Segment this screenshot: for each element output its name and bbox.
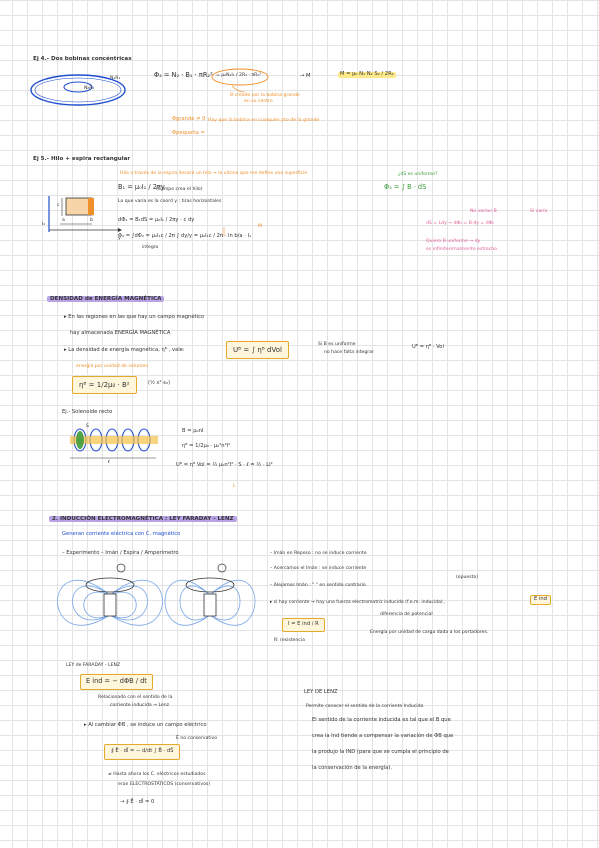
ej5-M-label: M [258, 224, 262, 229]
faraday-no-cons: Ē no conservativo [176, 736, 218, 741]
induccion-experimento: – Experimento – Imán / Espira / Amperíme… [62, 550, 179, 556]
r2-label: N₂R₂ [84, 86, 95, 91]
ej5-right-note2: es infinitesimalmente estrecho [426, 247, 497, 252]
big-coil-icon [30, 74, 126, 106]
amperimetro-right-icon [217, 563, 227, 573]
espira-left-icon [85, 577, 135, 593]
flux-equation: Φ₂ = N₂ · B₁ · πR₂² [154, 71, 213, 79]
faraday-title: LEY de FARADAY - LENZ [66, 663, 121, 668]
ej6-eta: ηᴮ = 1/2μ₀ · μ₀²n²I² [182, 443, 231, 449]
ej4-title: Ej 4.- Dos bobinas concéntricas [33, 56, 132, 62]
induccion-title: 2. INDUCCIÓN ELECTROMAGNÉTICA : LEY FARA… [49, 516, 237, 523]
densidad-line3: ▸ La densidad de energía magnética, ηᴮ ,… [64, 347, 185, 353]
phi-note: Hay que la bobina en cualquier pto de la… [208, 118, 320, 123]
induccion-apuesto: (opuesto) [456, 575, 479, 580]
induccion-current-eq: I = E ind / R [282, 618, 325, 632]
densidad-line1: ▸ En las regiones en las que hay un camp… [64, 314, 205, 320]
densidad-ub2: Uᴮ = ηᴮ · Vol [412, 344, 444, 350]
ej6-ub: Uᴮ = ηᴮ Vol = ½ μ₀n²I² · S · ℓ = ½ · LI² [176, 462, 273, 468]
ej6-L: L [233, 484, 236, 489]
induccion-bullet2: – Acercamos el Imán : se induce corrient… [270, 566, 367, 571]
lenz-line3: crea la Ind tiende a compensar la variac… [312, 733, 454, 739]
espira-right-icon [185, 577, 235, 593]
ej5-phi2: Φ₂ = ∫dΦ₂ = μ₀I₁c / 2π ∫ dy/y = μ₀I₁c / … [118, 233, 252, 239]
ej5-note-top: Hilo a través de la espira llevará un hi… [120, 171, 308, 176]
small-coil-icon [63, 81, 93, 93]
phi-grande: Φgrande ≠ 0 [172, 116, 206, 122]
lenz-title: LEY DE LENZ [304, 689, 338, 695]
lenz-line5: la conservación de la energía). [312, 765, 392, 771]
densidad-eta-box: ηᴮ = 1/2μ₀ · B² [72, 376, 137, 395]
induccion-resistencia: R: resistencia [274, 638, 305, 643]
ej6-title: Ej.- Solenoide recto [62, 409, 113, 415]
ej5-label-c: c [57, 203, 60, 208]
densidad-energia: energía por unidad de volumen [76, 364, 149, 369]
ej5-right-formula: Φ₂ = ∫ B · dS [384, 183, 427, 191]
ej5-right-no: No varían B [470, 209, 497, 214]
ej6-s-label: S [86, 424, 89, 429]
ej4-note2: en su centro [244, 99, 273, 104]
flux-expand: = μ₀N₁I₁ / 2R₁ · πR₂² [216, 73, 261, 78]
densidad-ub-box: Uᴮ = ∫ ηᴮ dVol [226, 341, 289, 360]
ej5-title: Ej 5.- Hilo + espira rectangular [33, 156, 131, 162]
amperimetro-left-icon [116, 563, 126, 573]
ej6-b: B = μ₀nI [182, 428, 204, 434]
densidad-title: DENSIDAD de ENERGÍA MAGNÉTICA [47, 296, 165, 303]
faraday-equation-box: E ind = − dΦB / dt [80, 674, 153, 690]
ej5-i2: I₂ [42, 222, 46, 227]
induccion-bullet1: – Imán en Reposo : no se induce corrient… [270, 551, 367, 556]
ej5-right-question: ¿dS es uniforme? [398, 172, 438, 177]
faraday-integral-box: ∮ Ē · dl̄ = − d/dt ∫ B̄ · dS̄ [104, 744, 181, 760]
ej5-phi2-under: integro [142, 245, 159, 250]
arrow-M: → M [300, 73, 311, 79]
ej5-right-line: dS = Ldy → dΦ₂ = B·dy = dΦ₂ [426, 221, 495, 226]
ej5-label-b: b [90, 218, 93, 223]
phi-pequena: Φpequeña = [172, 130, 205, 136]
induccion-generan: Generan corriente eléctrica con C. magné… [62, 531, 181, 537]
solenoid-section-icon [76, 431, 84, 449]
densidad-line2: hay almacenada ENERGÍA MAGNÉTICA [70, 330, 171, 336]
densidad-eta2: (½ ε² ε₀) [148, 380, 171, 386]
magnet-right-icon [203, 593, 217, 617]
faraday-hasta1: ≠ Hasta ahora los C. eléctricos estudiad… [108, 772, 206, 777]
ej5-axis-y: y [118, 236, 121, 241]
induccion-eind-box: E ind [530, 595, 551, 605]
densidad-si-b: Si B es uniforme [318, 342, 356, 347]
ej4-note1: B creado por la bobina grande [230, 93, 300, 98]
densidad-no-hace: no hace falta integrar [324, 350, 374, 355]
magnet-left-icon [103, 593, 117, 617]
induccion-bullet3: – Alejamos Imán : " " en sentido contrar… [270, 583, 366, 588]
lenz-line1: Permite conocer el sentido de la corrien… [306, 704, 424, 709]
lenz-line2: El sentido de la corriente inducida es t… [312, 717, 451, 723]
faraday-cambiar: ▸ Al cambiar ΦB , se induce un campo elé… [84, 722, 207, 728]
ej5-b1: B₁ = μ₀I₁ / 2πy [118, 183, 165, 191]
faraday-note1: Relacionado con el sentido de la [98, 695, 173, 700]
lenz-line4: la produjo la IND (para que se cumpla el… [312, 749, 449, 755]
ej5-label-a: a [62, 218, 65, 223]
ej6-l-label: ℓ [108, 460, 110, 465]
ej5-b1-note2: Lo que varía es la coord y : tiras horiz… [118, 199, 222, 204]
faraday-hasta2: eran ELECTROSTÁTICOS (conservativos) [118, 782, 211, 787]
ej5-b1-note: (Campo crea el hilo) [156, 187, 203, 192]
induccion-energia: Energía por unidad de carga dada a los p… [370, 630, 489, 635]
faraday-note2: corriente inducida → Lenz [110, 703, 170, 708]
faraday-integral2: → ∮ Ē · dl̄ = 0 [120, 799, 155, 805]
n1-label: N₁R₁ [110, 76, 121, 81]
induccion-diferencia: diferencia de potencial [380, 612, 433, 617]
ej5-right-note1: Quiero B uniforme → dy [426, 239, 481, 244]
ej5-right-si: Sí varía [530, 209, 548, 214]
ej5-dphi: dΦ₂ = B₁dS = μ₀I₁ / 2πy · c dy [118, 217, 195, 223]
induccion-bullet4: ▸ si hay corriente → hay una fuerza elec… [270, 600, 446, 605]
mutual-inductance-box: M = μ₀ N₁ N₂ S₂ / 2R₁ [338, 71, 396, 78]
